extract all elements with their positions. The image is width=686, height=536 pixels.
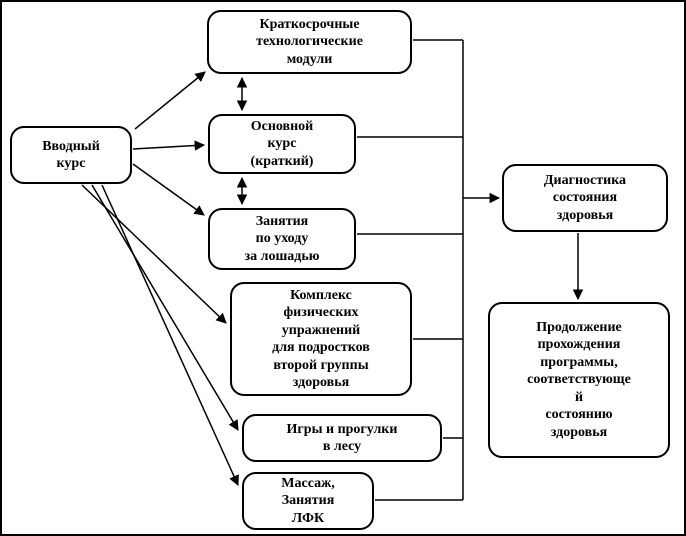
node-massage-lfk: Массаж, Занятия ЛФК xyxy=(242,472,374,530)
node-games-walks: Игры и прогулки в лесу xyxy=(242,414,442,462)
arrow-intro-to-horse-care xyxy=(132,163,205,216)
node-games-walks-label: Игры и прогулки в лесу xyxy=(286,421,398,455)
node-physical-exercises: Комплекс физических упражнений для подро… xyxy=(230,282,412,396)
arrow-intro-to-games xyxy=(91,184,239,431)
node-health-diagnostics-label: Диагностика состояния здоровья xyxy=(543,172,627,223)
node-main-course: Основной курс (краткий) xyxy=(208,114,356,174)
node-massage-lfk-label: Массаж, Занятия ЛФК xyxy=(281,475,335,526)
node-program-continuation-label: Продолжение прохождения программы, соотв… xyxy=(527,319,631,440)
node-horse-care-label: Занятия по уходу за лошадью xyxy=(244,213,320,264)
node-short-term-modules: Краткосрочные технологические модули xyxy=(207,10,412,74)
node-short-term-modules-label: Краткосрочные технологические модули xyxy=(256,16,363,67)
node-health-diagnostics: Диагностика состояния здоровья xyxy=(502,164,668,232)
arrow-intro-to-massage xyxy=(101,184,239,486)
node-horse-care: Занятия по уходу за лошадью xyxy=(208,208,356,270)
arrow-intro-to-main-course xyxy=(132,140,206,151)
node-program-continuation: Продолжение прохождения программы, соотв… xyxy=(488,302,670,458)
node-intro-course: Вводный курс xyxy=(10,126,132,184)
node-intro-course-label: Вводный курс xyxy=(42,138,100,172)
node-main-course-label: Основной курс (краткий) xyxy=(250,118,314,169)
node-physical-exercises-label: Комплекс физических упражнений для подро… xyxy=(272,287,370,391)
arrow-intro-to-modules xyxy=(134,71,206,130)
